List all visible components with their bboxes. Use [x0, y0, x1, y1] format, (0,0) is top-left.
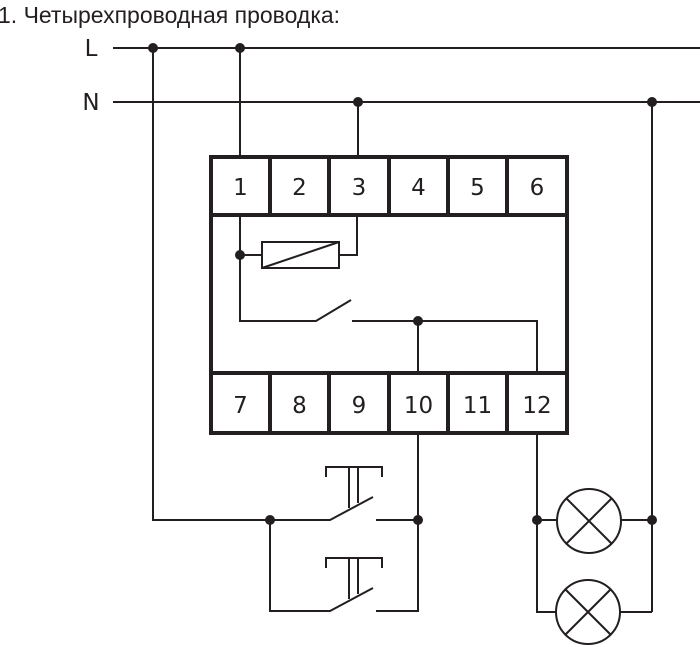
terminal-label: 2	[292, 175, 307, 201]
lamp-icon	[555, 579, 621, 645]
terminal-label: 11	[463, 393, 492, 419]
terminal-label: 10	[404, 393, 433, 419]
terminal-label: 5	[470, 175, 485, 201]
terminal-label: 8	[292, 393, 307, 419]
push-button-icon	[325, 466, 383, 508]
terminal-label: 9	[352, 393, 367, 419]
terminal-label: 3	[352, 175, 367, 201]
relay-internals	[239, 215, 538, 373]
push-buttons	[269, 433, 419, 612]
terminal-label: 1	[233, 175, 248, 201]
junction-dots	[148, 43, 657, 525]
terminal-label: 12	[522, 393, 551, 419]
label-neutral: N	[82, 90, 99, 116]
lamp-icon	[556, 488, 622, 554]
diagram-title: 1. Четырехпроводная проводка:	[0, 2, 340, 28]
push-button-icon	[325, 557, 383, 599]
label-phase: L	[85, 36, 98, 62]
terminal-label: 4	[411, 175, 426, 201]
lamps	[536, 433, 652, 645]
terminal-label: 6	[530, 175, 545, 201]
supply-wires	[113, 47, 700, 612]
terminal-label: 7	[233, 393, 248, 419]
